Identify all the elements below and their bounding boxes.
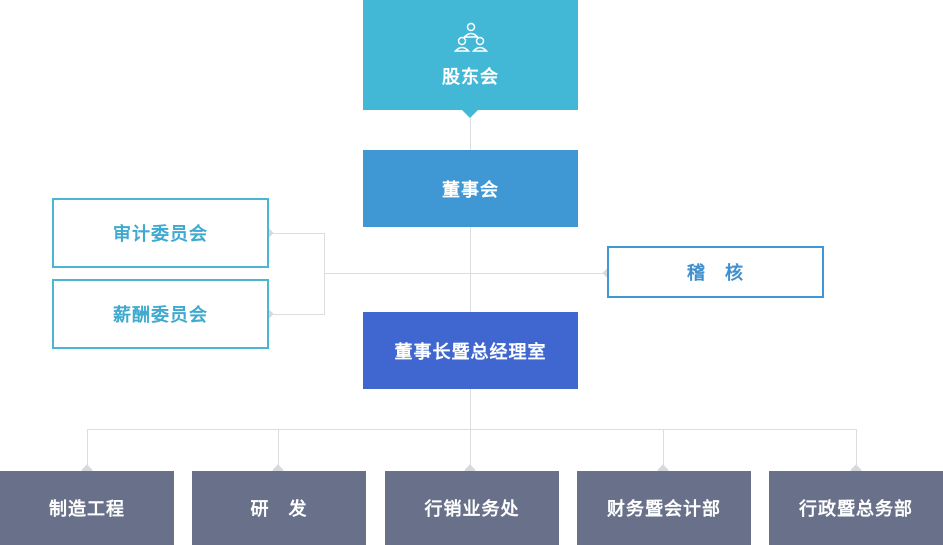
inspection-node: 稽 核: [607, 246, 824, 298]
shareholders-label: 股东会: [442, 67, 499, 88]
connector-departments-bar: [87, 429, 857, 430]
connector-dept-3: [470, 429, 471, 471]
department-label: 财务暨会计部: [607, 499, 721, 520]
connector-board-chairman: [470, 227, 471, 312]
connector-chairman-depts: [470, 389, 471, 430]
people-group-icon: [453, 22, 488, 52]
board-node: 董事会: [363, 150, 578, 227]
connector-pay: [269, 314, 325, 315]
compensation-committee-node: 薪酬委员会: [52, 279, 269, 349]
department-rnd: 研 发: [192, 471, 366, 545]
connector-dept-4: [663, 429, 664, 471]
shareholders-arrow: [462, 110, 478, 118]
board-label: 董事会: [442, 179, 499, 201]
department-manufacturing: 制造工程: [0, 471, 174, 545]
chairman-office-label: 董事长暨总经理室: [394, 341, 547, 363]
compensation-committee-label: 薪酬委员会: [113, 305, 208, 326]
department-label: 行政暨总务部: [799, 499, 913, 520]
connector-shareholders-board: [470, 118, 471, 150]
department-finance: 财务暨会计部: [577, 471, 751, 545]
connector-committee-bracket: [324, 233, 325, 314]
inspection-label: 稽 核: [687, 263, 744, 284]
connector-horizontal-middle: [324, 273, 607, 274]
connector-dept-5: [856, 429, 857, 471]
department-admin: 行政暨总务部: [769, 471, 943, 545]
connector-dept-1: [87, 429, 88, 471]
connector-audit: [269, 233, 325, 234]
department-label: 研 发: [250, 499, 308, 520]
connector-dept-2: [278, 429, 279, 471]
department-marketing: 行销业务处: [385, 471, 559, 545]
department-label: 行销业务处: [424, 499, 520, 520]
audit-committee-label: 审计委员会: [113, 224, 208, 245]
department-label: 制造工程: [49, 499, 125, 520]
shareholders-node: 股东会: [363, 0, 578, 118]
chairman-office-node: 董事长暨总经理室: [363, 312, 578, 389]
audit-committee-node: 审计委员会: [52, 198, 269, 268]
